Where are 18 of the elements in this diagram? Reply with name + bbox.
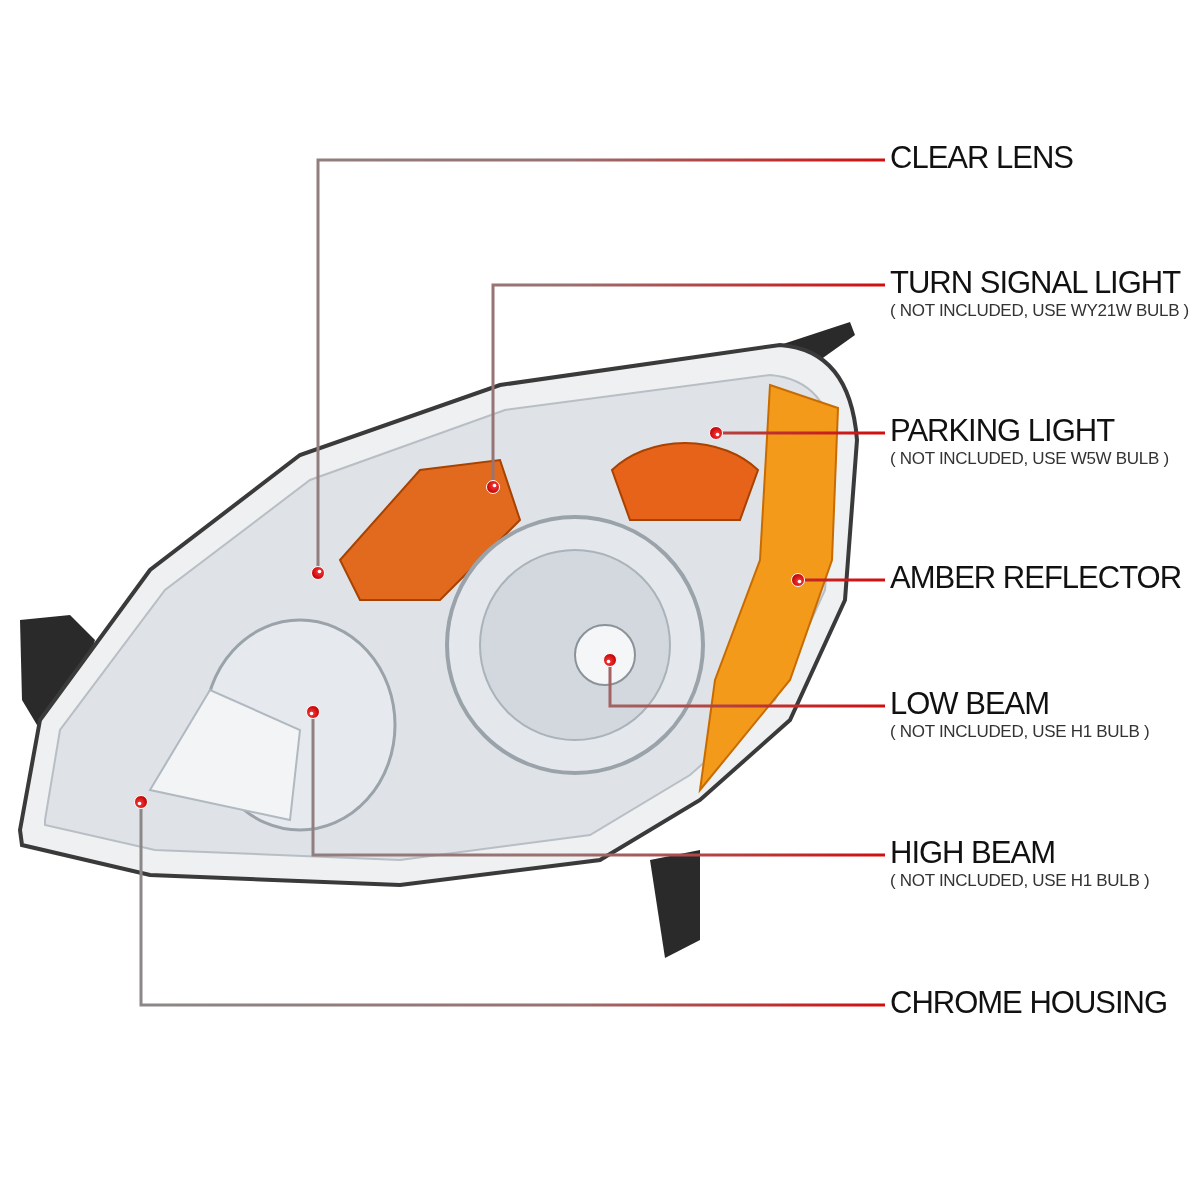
bulb-note: ( NOT INCLUDED, USE H1 BULB ) [890,722,1150,742]
leader-line [134,795,885,1007]
callout-label: CLEAR LENS [890,140,1073,176]
bulb-note: ( NOT INCLUDED, USE W5W BULB ) [890,449,1169,469]
callout-label: PARKING LIGHT [890,413,1116,449]
leader-line [486,283,885,494]
bulb-note: ( NOT INCLUDED, USE WY21W BULB ) [890,301,1189,321]
leader-line [791,573,885,587]
callout-label: TURN SIGNAL LIGHT [890,265,1182,301]
callout-label: CHROME HOUSING [890,985,1168,1021]
callout-label: HIGH BEAM [890,835,1056,871]
bulb-note: ( NOT INCLUDED, USE H1 BULB ) [890,871,1150,891]
leader-line [306,705,885,857]
leader-line [709,426,885,440]
callout-label: LOW BEAM [890,686,1051,722]
callout-label: AMBER REFLECTOR [890,560,1182,596]
leader-line [603,653,885,708]
leader-line [311,158,885,580]
